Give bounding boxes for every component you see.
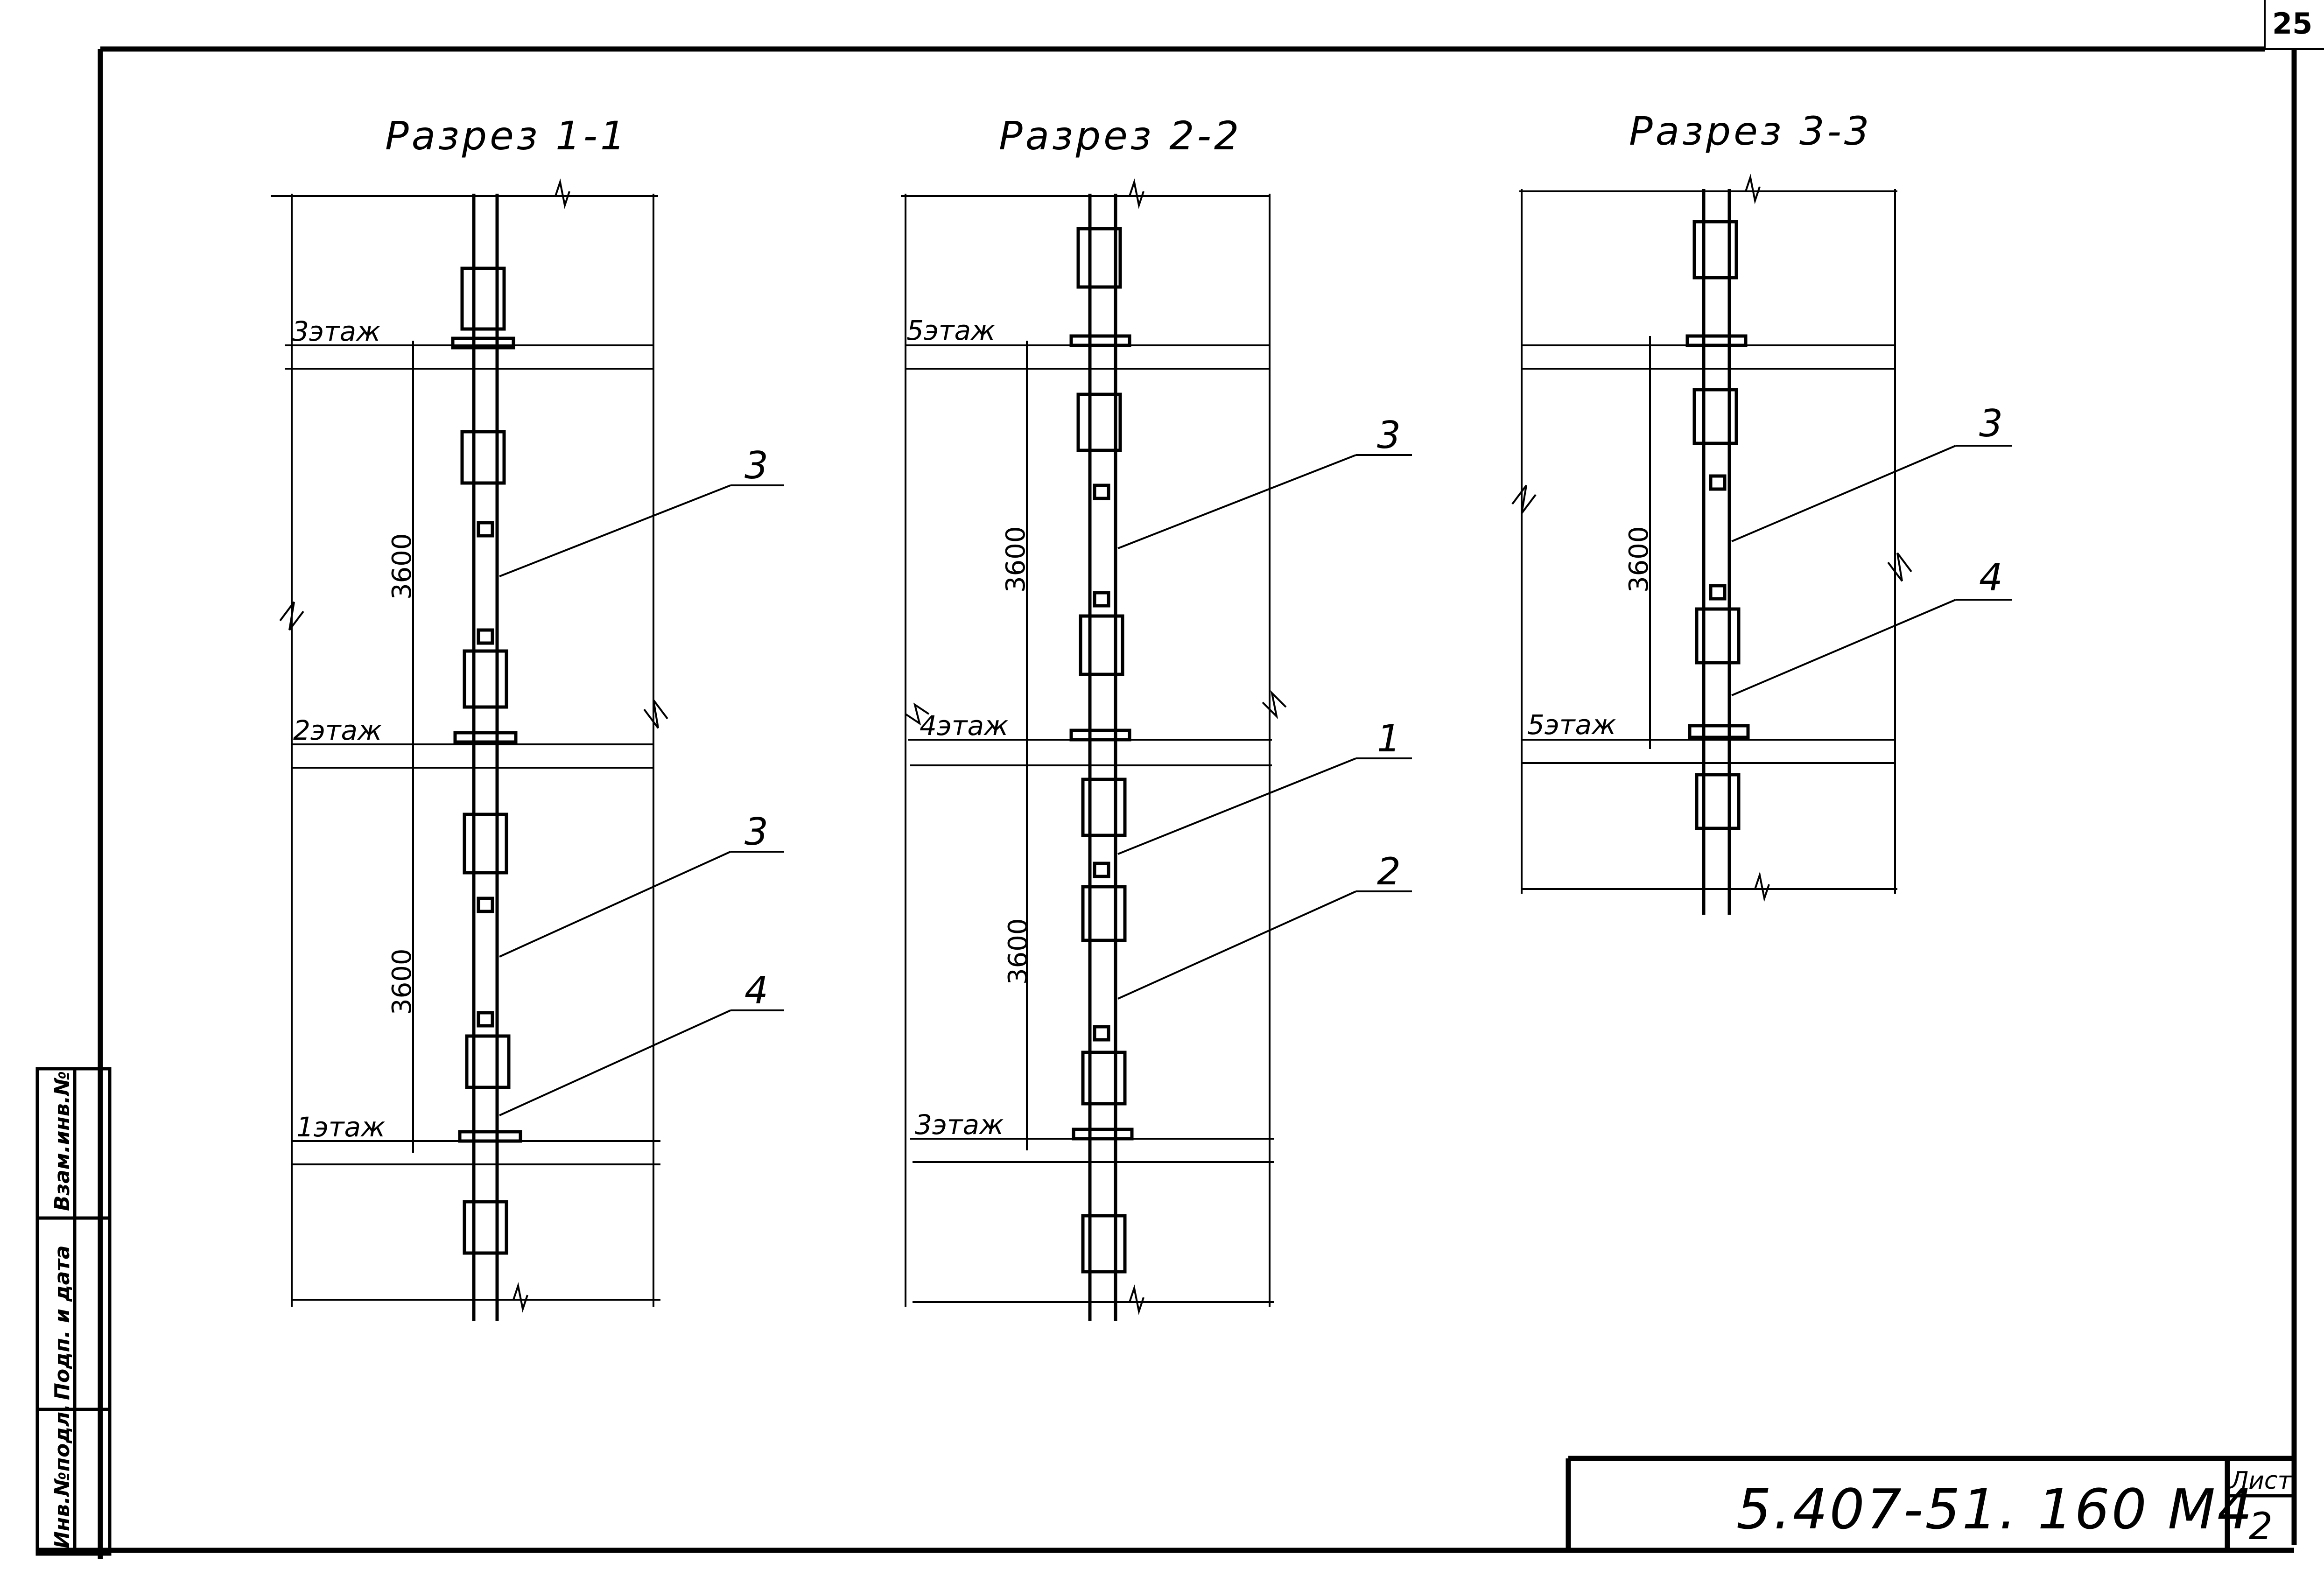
section-1-1-break-left (279, 601, 304, 631)
section-2-2-clamp (1093, 1025, 1110, 1042)
section-2-2-sleeve (1069, 334, 1131, 347)
section-3-3-clamp (1709, 474, 1727, 491)
section-2-2-coupling (1079, 614, 1124, 676)
section-1-1-break-right (643, 699, 668, 729)
page-number: 25 (2272, 7, 2312, 41)
section-2-2-callout-2: 2 (1377, 850, 1401, 893)
section-3-3-callout-leader (1731, 445, 1956, 542)
section-2-2-callout-leader (1117, 890, 1356, 1000)
section-3-3-title: Разрез 3-3 (1629, 108, 1872, 154)
drawing-code: 5.407-51. 160 М4 (1736, 1477, 2254, 1541)
section-1-1-clamp (477, 897, 494, 913)
section-2-2-break-bottom (1129, 1284, 1144, 1315)
section-2-2-coupling (1081, 1051, 1127, 1106)
section-1-1-sleeve (453, 731, 518, 744)
section-2-2-title: Разрез 2-2 (999, 113, 1242, 159)
section-3-3: Разрез 3-3 3600 5этаж 3 4 (1511, 108, 2012, 915)
section-3-3-coupling (1692, 220, 1738, 280)
section-1-1-coupling (460, 266, 506, 331)
section-2-2-sleeve (1072, 1128, 1134, 1141)
section-1-1-sleeve (458, 1130, 522, 1143)
section-1-1-dimension-upper: 3600 (387, 533, 417, 600)
section-2-2-callout-1: 1 (1377, 717, 1401, 760)
section-2-2-coupling (1081, 885, 1127, 942)
section-2-2-floor-4: 4этаж (920, 710, 1008, 742)
section-2-2-callout-leader (1117, 757, 1356, 855)
section-2-2-sleeve (1069, 728, 1131, 742)
section-2-2-dimension-upper: 3600 (1001, 526, 1031, 593)
section-3-3-break-bottom (1754, 871, 1770, 902)
section-2-2-coupling (1076, 392, 1122, 452)
section-1-1-callout-leader (499, 851, 731, 958)
section-3-3-callout-3: 3 (1979, 402, 2003, 445)
section-2-2-clamp (1093, 483, 1110, 500)
section-1-1-floor-2: 2этаж (293, 714, 382, 746)
section-1-1-coupling (460, 430, 506, 485)
section-2-2-floor-5: 5этаж (906, 315, 995, 346)
section-1-1-callout-3a: 3 (744, 444, 768, 487)
section-3-3-sleeve (1688, 724, 1750, 739)
section-2-2-coupling (1081, 777, 1127, 837)
section-1-1-callout-3b: 3 (744, 810, 768, 854)
section-1-1-floor-3: 3этаж (292, 315, 380, 347)
section-1-1-coupling (463, 649, 508, 709)
stamp-podp-i-data: Подп. и дата (50, 1245, 74, 1400)
stamp-inv-no-podl: Инв.№подл. (50, 1404, 74, 1548)
section-1-1-coupling (465, 1034, 511, 1089)
section-3-3-break-top (1745, 174, 1761, 204)
section-2-2-floor-3: 3этаж (915, 1109, 1004, 1141)
section-3-3-break-right (1887, 552, 1912, 582)
section-2-2-callout-leader (1117, 454, 1356, 549)
stamp-vzam-inv-no: Взам.инв.№ (50, 1071, 74, 1211)
section-2-2-clamp (1093, 591, 1110, 608)
section-2-2-callout-3: 3 (1377, 413, 1401, 457)
section-1-1-callout-4: 4 (744, 969, 768, 1012)
sheet-number: 2 (2249, 1505, 2273, 1548)
sheet-label: Лист (2229, 1467, 2292, 1495)
section-3-3-coupling (1695, 773, 1741, 830)
section-1-1-coupling (463, 1200, 508, 1255)
section-3-3-sleeve (1685, 334, 1748, 347)
section-1-1-clamp (477, 628, 494, 645)
section-2-2-clamp (1093, 862, 1110, 878)
section-1-1-clamp (477, 1011, 494, 1028)
section-1-1-break-top (555, 178, 570, 209)
section-2-2: Разрез 2-2 3600 (901, 113, 1412, 1321)
section-1-1-break-bottom (513, 1282, 528, 1313)
section-2-2-coupling (1081, 1214, 1127, 1274)
section-2-2-break-top (1129, 178, 1144, 209)
section-3-3-floor-5: 5этаж (1527, 709, 1616, 741)
section-2-2-coupling (1076, 227, 1122, 289)
section-1-1: Разрез 1-1 (271, 113, 784, 1321)
section-1-1-callout-leader (499, 484, 731, 577)
section-2-2-break-left (905, 702, 930, 726)
section-1-1-coupling (463, 813, 508, 875)
section-3-3-coupling (1692, 388, 1738, 445)
section-3-3-clamp (1709, 584, 1727, 601)
section-3-3-callout-4: 4 (1979, 556, 2003, 599)
section-3-3-coupling (1695, 607, 1741, 665)
section-1-1-dimension-lower: 3600 (387, 948, 417, 1015)
section-1-1-sleeve (451, 336, 515, 350)
section-2-2-dimension-lower: 3600 (1003, 918, 1033, 985)
section-1-1-floor-1: 1этаж (296, 1111, 385, 1143)
section-3-3-callout-leader (1731, 599, 1956, 696)
section-1-1-callout-leader (499, 1009, 731, 1116)
section-3-3-break-left (1511, 484, 1537, 514)
section-2-2-break-right (1262, 690, 1287, 720)
section-1-1-clamp (477, 521, 494, 538)
section-1-1-title: Разрез 1-1 (385, 113, 628, 159)
section-3-3-dimension: 3600 (1624, 526, 1654, 593)
